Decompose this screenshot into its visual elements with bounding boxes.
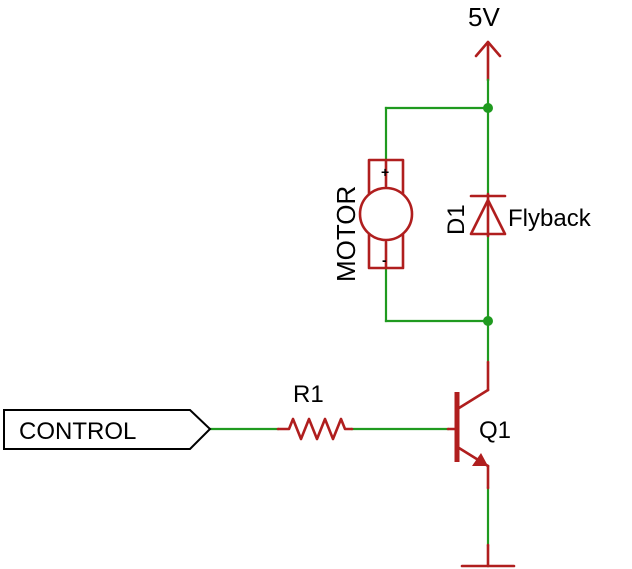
control-port-symbol <box>3 409 212 450</box>
supply-label: 5V <box>468 2 500 32</box>
wire-net <box>208 78 490 547</box>
diode-value-label: Flyback <box>508 205 592 232</box>
diode-symbol <box>469 192 507 238</box>
motor-minus-mark: - <box>382 252 387 268</box>
control-port-label: CONTROL <box>19 418 136 445</box>
resistor-ref-label: R1 <box>293 381 324 408</box>
junction-dot-top <box>483 103 493 113</box>
ground-symbol <box>460 543 516 568</box>
diode-ref-label: D1 <box>443 204 470 235</box>
resistor-symbol <box>276 417 354 441</box>
motor-symbol <box>358 158 414 270</box>
motor-label: MOTOR <box>331 186 361 282</box>
motor-plus-mark: + <box>381 164 389 180</box>
supply-arrow-symbol <box>474 40 502 82</box>
transistor-ref-label: Q1 <box>479 417 511 444</box>
junction-dot-bottom <box>483 316 493 326</box>
transistor-symbol <box>446 360 490 490</box>
